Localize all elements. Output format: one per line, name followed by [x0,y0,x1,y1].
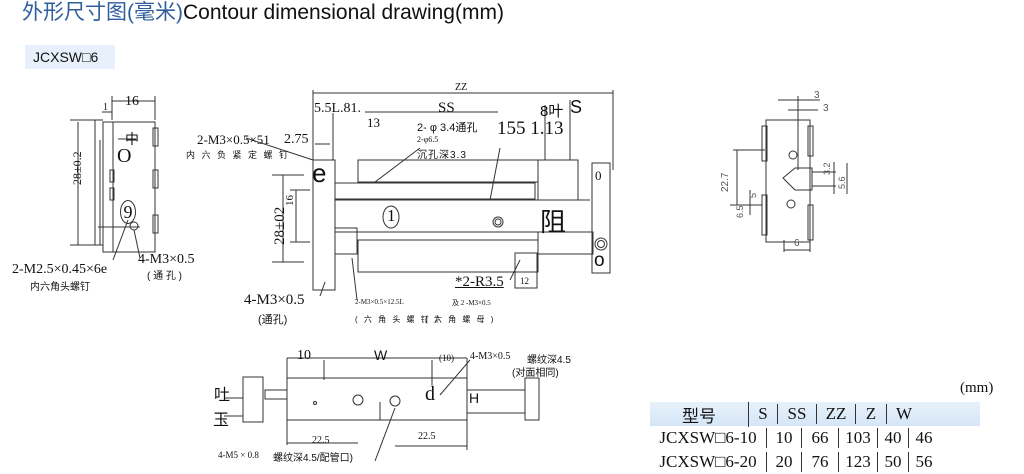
right-view-outline [730,96,848,252]
bottom-mark-d: d [425,383,435,405]
dim-s: S [570,97,583,117]
table-row: JCXSW□6-10 10 66 103 40 46 [650,426,980,450]
bottom-dim-22-5-a: 22.5 [312,435,330,446]
dim-16: 16 [284,195,296,206]
right-dim-22-7: 22.7 [720,172,731,192]
table-cell: JCXSW□6-10 [650,428,767,448]
table-cell: 103 [839,428,878,448]
dimension-table: 型号 S SS ZZ Z W JCXSW□6-10 10 66 103 40 4… [650,401,980,474]
mark-e: e [312,158,327,188]
label-hex-bolt: 2-M3×0.5×12.5L [355,298,404,306]
left-label-hole-cn: ( 通 孔 ) [147,271,182,282]
label-r3-5: *2-R3.5 [455,274,504,290]
table-row: JCXSW□6-20 20 76 123 50 56 [650,450,980,474]
mark-0: 0 [595,168,602,183]
bottom-dim-10p: (10) [439,353,454,363]
table-cell: 76 [802,452,839,472]
label-155: 155 1.13 [497,118,564,139]
bottom-mark-h: H [469,390,480,406]
table-header-cell: Z [856,404,887,424]
left-label-screw: 2-M2.5×0.45×6e [12,262,108,277]
bottom-label-port: 4-M5 × 0.8 [218,450,259,460]
table-cell: 123 [839,452,878,472]
label-setscrew-cn: 内 六 负 紧 定 螺 钉 [186,150,291,160]
table-cell: 56 [915,452,933,471]
dim-8: 8叶 [540,103,564,120]
left-dim-width: 16 [125,94,139,109]
table-cell: JCXSW□6-20 [650,452,767,472]
bottom-dim-22-5-b: 22.5 [418,431,436,442]
right-dim-6-5: 6.5 [735,205,745,218]
label-nut-cn: ( 六 角 螺 母 ) [425,315,496,324]
table-header-cell: W [895,404,913,423]
dim-28: 28±02 [272,206,288,245]
table-header-cell: S [749,404,778,424]
bottom-label-opposite: (对面相同) [512,368,559,379]
label-through-hole: 2- φ 3.4通孔 [417,122,478,134]
dim-12: 12 [520,276,529,286]
bottom-dim-w: W [374,347,388,363]
left-mark-o: O [117,145,132,167]
bottom-label-m3: 4-M3×0.5 [470,351,511,362]
page-title: 外形尺寸图(毫米)Contour dimensional drawing(mm) [22,0,504,26]
label-m3-hole-cn: (通孔) [258,314,288,326]
right-dim-5-6: 5.6 [837,176,847,189]
left-view-outline [70,96,159,261]
left-label-screw-cn: 内六角头螺钉 [30,282,90,293]
right-dim-5: 5 [748,192,758,198]
bottom-mark-tu: 吐 [214,387,231,404]
table-cell: 20 [767,452,802,472]
mark-1: 1 [387,206,396,225]
label-counterbore: 2-φ6.5 [417,135,439,144]
right-dim-3a: 3 [814,90,820,101]
table-cell: 50 [878,452,909,472]
table-cell: 46 [915,428,933,447]
dim-ss: SS [438,100,455,116]
dim-13: 13 [367,115,380,130]
bottom-dim-10: 10 [297,348,311,363]
title-cn: 外形尺寸图(毫米) [22,1,183,24]
right-dim-3-2: 3.2 [822,162,832,175]
center-view-outline [245,90,614,301]
left-mark-9: 9 [120,200,136,224]
table-cell: 40 [878,428,909,448]
right-dim-6: 6 [794,238,800,249]
title-en: Contour dimensional drawing(mm) [183,1,504,24]
label-setscrew: 2-M3×0.5×51 [197,132,270,147]
label-m3-hole: 4-M3×0.5 [244,292,305,308]
left-dim-height: 28±0.2 [70,151,84,185]
bottom-label-thread: 螺纹深4.5 [527,355,571,366]
bottom-label-port-cn: 螺纹深4.5/配管口) [273,453,354,464]
table-cell: 66 [802,428,839,448]
drawing-canvas [70,90,848,461]
table-header-cell: ZZ [817,404,856,424]
dim-5-5: 5.5L.81. [314,101,362,116]
table-unit: (mm) [960,380,994,396]
table-header-cell: SS [778,404,817,424]
bottom-mark-yu: 玉 [213,412,230,429]
right-dim-3b: 3 [823,103,829,114]
label-nut: 及 2 -M3×0.5 [452,299,491,307]
dim-2-75: 2.75 [284,132,309,147]
label-hex-bolt-cn: ( 六 角 头 螺 钉 》 [355,315,445,324]
table-cell: 10 [767,428,802,448]
table-header-cell: 型号 [650,401,749,427]
label-counterbore-depth: 沉孔深3.3 [417,150,467,161]
mark-o: o [594,250,605,271]
bottom-view-outline [224,357,540,461]
model-tag: JCXSW□6 [25,45,115,69]
mark-zu: 阻 [540,207,567,237]
left-mark-zhong: 中 [125,131,139,147]
table-header-row: 型号 S SS ZZ Z W [650,401,980,427]
left-label-hole: 4-M3×0.5 [138,252,195,267]
left-dim-small: 1 [103,102,108,113]
dim-zz: ZZ [455,82,468,93]
